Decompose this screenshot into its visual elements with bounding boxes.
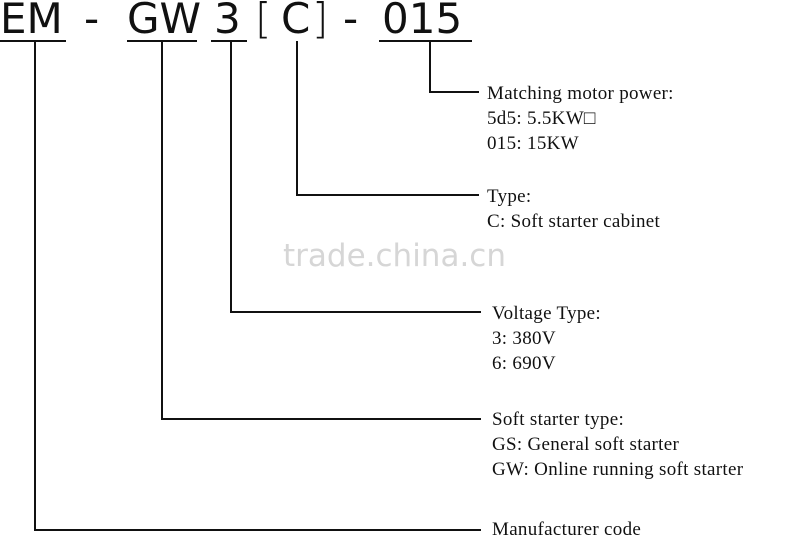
label-motor-power-line1: 5d5: 5.5KW□: [487, 108, 596, 129]
connector-manufacturer: [34, 41, 481, 531]
label-soft-starter-line2: GW: Online running soft starter: [492, 459, 744, 480]
code-right-bracket: ]: [312, 0, 329, 43]
code-dash-1: -: [84, 0, 100, 43]
code-dash-2: -: [343, 0, 359, 43]
label-voltage-title: Voltage Type:: [492, 303, 601, 324]
label-manufacturer-title: Manufacturer code: [492, 519, 642, 540]
label-motor-power-line2: 015: 15KW: [487, 133, 579, 154]
label-motor-power-title: Matching motor power:: [487, 83, 674, 104]
connector-motor-power: [429, 41, 479, 93]
label-voltage-line2: 6: 690V: [492, 353, 556, 374]
code-015: 015: [382, 0, 463, 43]
code-em: EM: [0, 0, 63, 43]
watermark-text: trade.china.cn: [283, 238, 506, 274]
label-soft-starter-title: Soft starter type:: [492, 409, 625, 430]
label-type-line1: C: Soft starter cabinet: [487, 211, 661, 232]
code-left-bracket: [: [255, 0, 272, 43]
label-voltage-line1: 3: 380V: [492, 328, 556, 349]
connector-type: [296, 41, 479, 196]
label-soft-starter-line1: GS: General soft starter: [492, 434, 680, 455]
connector-soft-starter: [161, 41, 481, 420]
code-c: C: [281, 0, 311, 43]
connector-voltage: [230, 41, 481, 313]
code-three: 3: [214, 0, 241, 43]
code-gw: GW: [127, 0, 202, 43]
label-type-title: Type:: [487, 186, 532, 207]
